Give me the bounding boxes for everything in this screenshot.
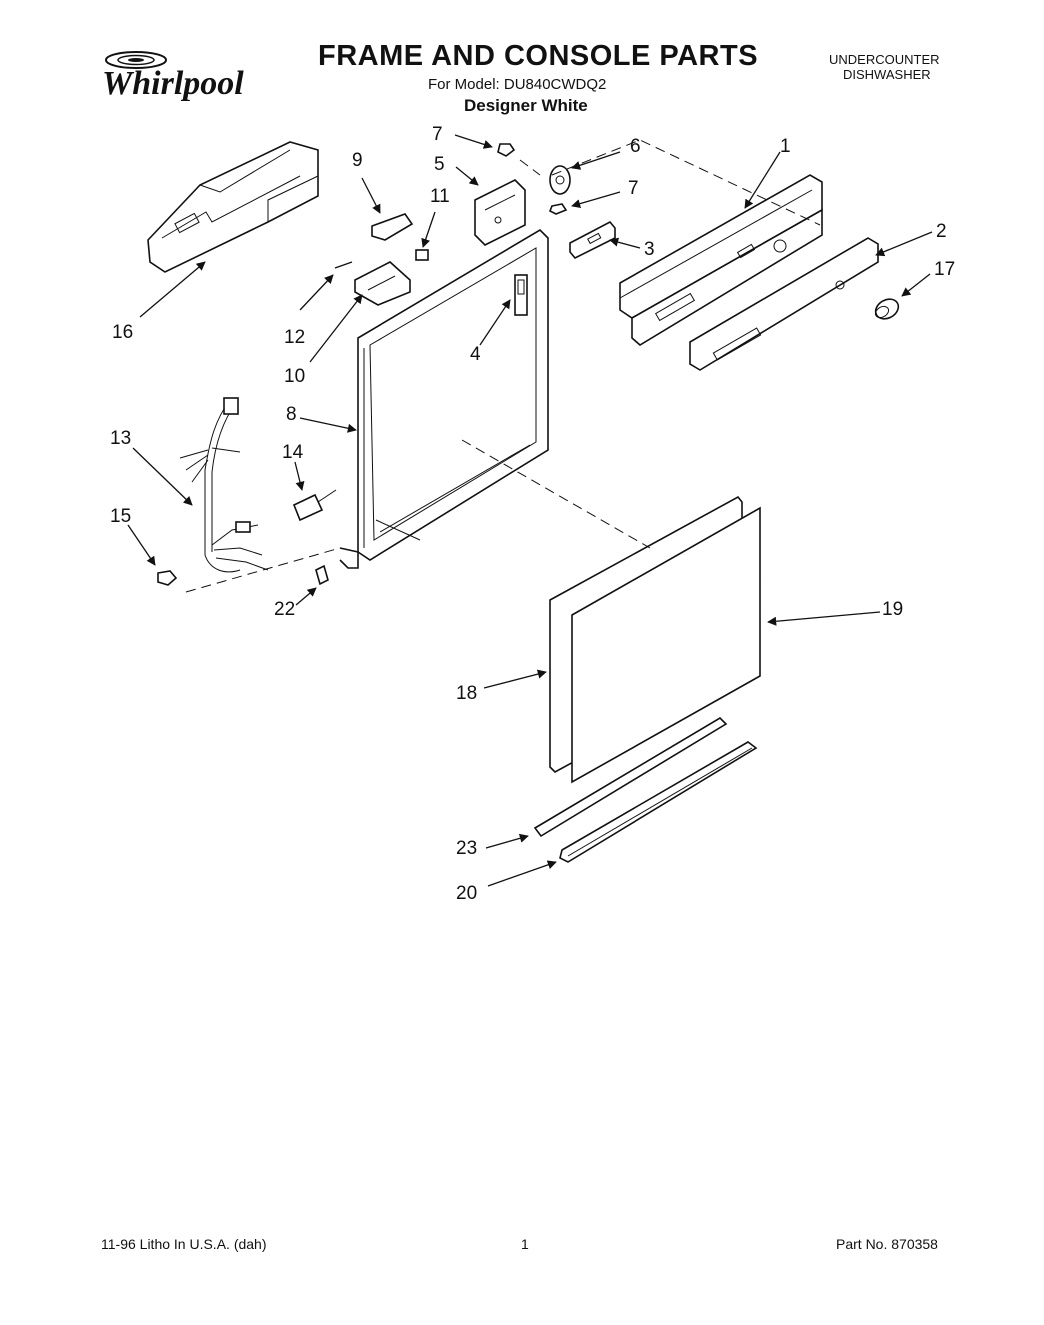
callout-7-mid: 7	[628, 178, 639, 199]
part-9-switch-holder	[371, 213, 414, 241]
callout-20: 20	[456, 883, 477, 904]
callout-23: 23	[456, 838, 477, 859]
part-11-actuator	[415, 249, 429, 261]
callout-11: 11	[430, 186, 450, 207]
part-4-latch	[514, 274, 528, 316]
callout-19: 19	[882, 599, 903, 620]
part-8-door-frame	[339, 228, 549, 569]
callout-22: 22	[274, 599, 295, 620]
part-23-bottom-trim	[533, 716, 728, 838]
callout-labels: 7 6 5 1 7 9 11 2 3 17 16 12 4 10 8 13 14…	[110, 124, 955, 904]
part-5-bracket	[474, 179, 526, 246]
part-15-screw	[157, 570, 178, 586]
callout-6: 6	[630, 136, 641, 157]
logo-wordmark: Whirlpool	[102, 65, 244, 102]
part-14-connector	[292, 489, 337, 522]
part-20-kick-strip	[559, 741, 758, 863]
part-7-screws	[497, 143, 568, 215]
part-6-hinge-wheel	[549, 165, 571, 195]
part-13-wire-harness	[179, 397, 269, 573]
part-1-console-panel	[619, 174, 823, 346]
footer-part-number: Part No. 870358	[836, 1236, 938, 1252]
callout-18: 18	[456, 683, 477, 704]
part-10-switch-bracket	[354, 261, 411, 306]
callout-1: 1	[780, 136, 791, 157]
footer-print-info: 11-96 Litho In U.S.A. (dah)	[101, 1236, 267, 1252]
part-16-control-housing	[147, 141, 319, 273]
part-19-outer-panel	[571, 506, 761, 784]
whirlpool-logo: Whirlpool	[102, 51, 244, 102]
part-12-pin	[334, 261, 353, 269]
part-17-knob	[874, 298, 900, 320]
product-category-line2: DISHWASHER	[843, 67, 931, 82]
callout-8: 8	[286, 404, 297, 425]
color-name: Designer White	[464, 96, 588, 115]
leader-lines	[127, 134, 933, 887]
part-22-clip	[315, 564, 329, 586]
callout-17: 17	[934, 259, 955, 280]
footer-page-number: 1	[521, 1236, 529, 1252]
callout-2: 2	[936, 221, 947, 242]
callout-12: 12	[284, 327, 305, 348]
part-3-switch	[569, 220, 616, 259]
callout-4: 4	[470, 344, 481, 365]
callout-7-top: 7	[432, 124, 443, 145]
callout-14: 14	[282, 442, 304, 463]
callout-16: 16	[112, 322, 133, 343]
product-category-line1: UNDERCOUNTER	[829, 52, 940, 67]
callout-13: 13	[110, 428, 131, 449]
callout-9: 9	[352, 150, 363, 171]
callout-15: 15	[110, 506, 131, 527]
callout-3: 3	[644, 239, 655, 260]
page-title: FRAME AND CONSOLE PARTS	[318, 40, 759, 72]
model-number: For Model: DU840CWDQ2	[428, 76, 607, 93]
part-2-overlay-panel	[689, 237, 879, 371]
callout-10: 10	[284, 366, 305, 387]
callout-5: 5	[434, 154, 445, 175]
